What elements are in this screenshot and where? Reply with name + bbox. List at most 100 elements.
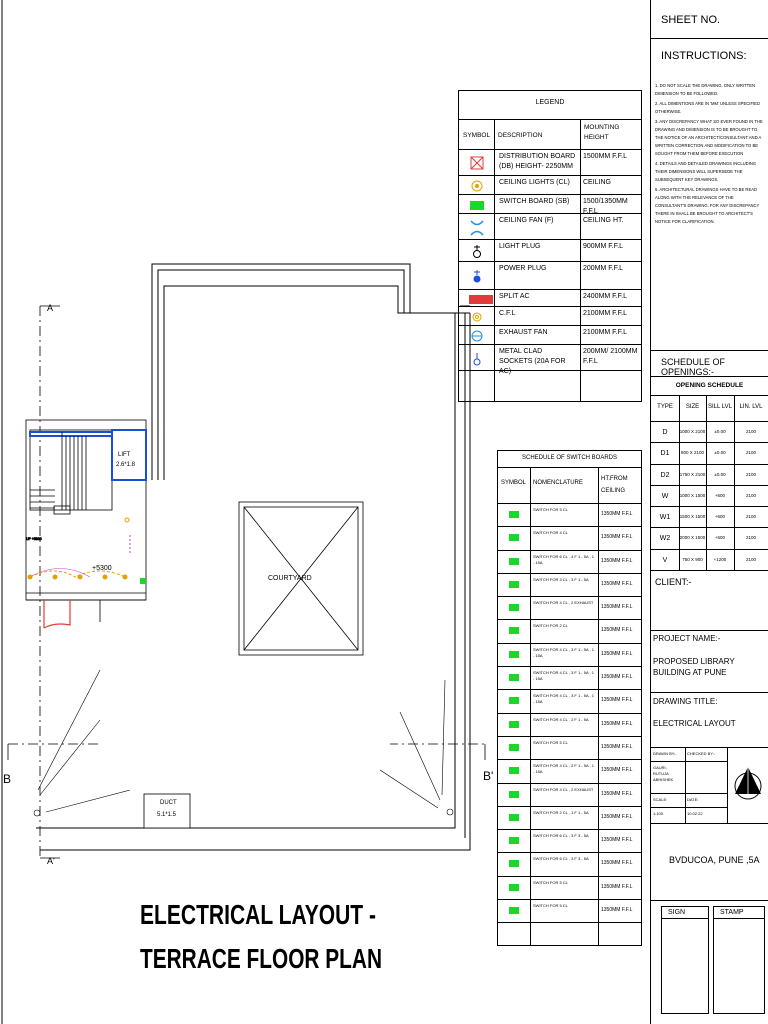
switch-nomenclature: SWITCH FOR 4 CL , 3 F 1 - 5A , 1 - 15A [533, 646, 594, 658]
duct-label: DUCT [160, 800, 177, 806]
opening-cell: D [662, 429, 668, 436]
switch-height: 1350MM F.F.L [601, 883, 633, 890]
legend-column-header: DESCRIPTION [498, 132, 543, 139]
switch-height: 1350MM F.F.L [601, 511, 633, 517]
opening-cell: ±0.00 [714, 429, 726, 434]
checked-by-label: CHECKED BY:- [687, 751, 716, 756]
scale-value: 1:100 [653, 811, 664, 816]
courtyard-label: COURTYARD [268, 575, 312, 582]
opening-cell: W1 [659, 514, 671, 522]
opening-cell: +600 [714, 535, 726, 541]
north-arrow-icon [734, 767, 762, 800]
opening-column-header: SIZE [685, 404, 700, 410]
opening-cell: 2000 X 1500 [679, 535, 706, 541]
switch-height: 1350MM F.F.L [601, 837, 633, 844]
duct-size-label: 5.1*1.5 [157, 812, 177, 818]
legend-description: SPLIT AC [499, 293, 530, 300]
opening-cell: ±0.00 [714, 450, 726, 456]
switch-nomenclature: SWITCH FOR 4 CL , 2 EXHAUST [533, 600, 594, 606]
opening-cell: V [662, 556, 668, 564]
switch-height: 1350MM F.F.L [601, 650, 633, 657]
switch-nomenclature: SWITCH FOR 4 CL , 3 F 1 - 5A , 1 - 15A [533, 693, 594, 705]
legend-mounting-height: 2100MM F.F.L [583, 329, 627, 336]
legend-mounting-height: CEILING HT. [583, 217, 624, 224]
opening-column-header: LIN. LVL [739, 404, 763, 410]
legend-description: SWITCH BOARD (SB) [499, 198, 570, 205]
switch-height: 1350MM F.F.L [601, 674, 633, 681]
switch-column-header: HT.FROM CEILING [601, 476, 628, 494]
opening-cell: 2100 [745, 429, 756, 434]
switch-nomenclature: SWITCH FOR 4 CL [533, 530, 568, 536]
legend-mounting-height: 200MM/ 2100MM F.F.L [583, 348, 638, 365]
legend-mounting-height: 1500MM F.F.L [583, 153, 627, 160]
exhaust-fan-icon [469, 329, 485, 343]
opening-cell: 2100 [745, 492, 756, 498]
legend-mounting-height: 200MM F.F.L [583, 265, 624, 272]
switch-board-icon [509, 580, 519, 588]
opening-cell: 2100 [745, 535, 756, 541]
client-label: CLIENT:- [655, 577, 692, 587]
switch-board-icon [509, 883, 519, 891]
stamp-label: STAMP [714, 907, 764, 919]
courtyard: COURTYARD [238, 501, 364, 656]
switch-height: 1350MM F.F.L [601, 557, 633, 564]
switch-nomenclature: SWITCH FOR 2 CL [533, 623, 568, 629]
section-line-a: A A' [39, 303, 60, 866]
opening-cell: 800 X 2100 [680, 450, 705, 456]
legend-mounting-height: CEILING [583, 179, 612, 186]
college-name: BVDUCOA, PUNE ,5A [669, 855, 760, 865]
switch-board-icon [509, 907, 519, 915]
legend-description: LIGHT PLUG [499, 243, 541, 250]
sign-label: SIGN [662, 907, 708, 919]
legend-row: CEILING LIGHTS (CL) CEILING [459, 176, 641, 195]
switch-board-icon [509, 557, 519, 565]
main-title-line2: TERRACE FLOOR PLAN [140, 943, 382, 974]
lobby-wiring: +5300 [26, 517, 146, 629]
switch-nomenclature: SWITCH FOR 2 CL , 1 F 1 - 5A [533, 809, 589, 815]
opening-cell: 1750 X 2100 [679, 471, 706, 477]
date-value: 10.02.22 [687, 811, 703, 816]
legend-row: CEILING FAN (F)CEILING HT. [459, 214, 641, 240]
instruction-item: 5. ARCHITECTURAL DRAWINGS HAVE TO BE REA… [655, 187, 760, 224]
opening-cell: 1500 X 1500 [679, 514, 706, 520]
sign-box: SIGN [661, 906, 709, 1014]
instruction-item: 3. ANY DISCREPANCY WHAT SO EVER FOUND IN… [655, 119, 763, 156]
opening-cell: W [661, 492, 669, 500]
legend-description: CEILING LIGHTS (CL) [499, 179, 570, 186]
legend-mounting-height: 900MM F.F.L [583, 243, 624, 250]
switch-height: 1350MM F.F.L [601, 604, 633, 611]
switch-board-icon [509, 767, 519, 775]
stamp-box: STAMP [713, 906, 765, 1014]
opening-cell: 2100 [745, 556, 756, 562]
switch-height: 1350MM F.F.L [601, 720, 633, 727]
date-label: DATE: [687, 797, 699, 802]
switch-height: 1350MM F.F.L [601, 697, 633, 704]
drawing-title: ELECTRICAL LAYOUT [653, 719, 736, 728]
title-block: SHEET NO. INSTRUCTIONS: 1. DO NOT SCALE … [650, 0, 768, 1024]
legend-mounting-height: 2400MM F.F.L [583, 293, 627, 300]
switch-nomenclature: SWITCH FOR 5 CL [533, 879, 568, 885]
instructions-heading: INSTRUCTIONS: [661, 50, 747, 62]
switch-schedule-row: SWITCH FOR 4 CL , 3 F 1 - 5A , 1 - 15A 13… [498, 644, 641, 668]
switch-nomenclature: SWITCH FOR 6 CL , 4 F 1 - 5A , 1 - 15A [533, 553, 594, 565]
legend-title: LEGEND [535, 99, 565, 106]
switch-nomenclature: SWITCH FOR 3 CL , 3 F 1 - 5A [533, 576, 589, 582]
legend-mounting-height: 2100MM F.F.L [583, 310, 627, 317]
